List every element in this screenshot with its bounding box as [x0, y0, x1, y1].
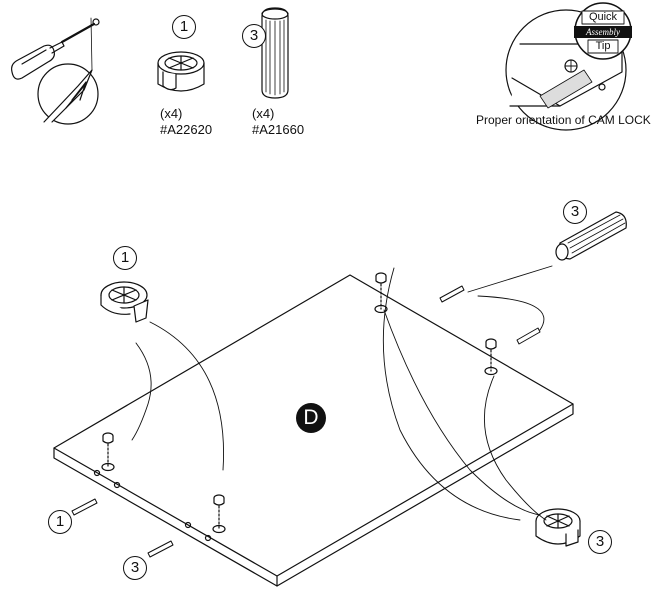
- callout-cam-lock-left: 1: [113, 246, 137, 270]
- cam-lock-exploded-left: [100, 281, 149, 323]
- cam-lock-exploded-right: [535, 508, 581, 547]
- dowel-part-icon: [261, 7, 289, 99]
- screwdriver-icon: [11, 18, 100, 80]
- installed-cam-locks: [102, 272, 497, 530]
- cam-lock-quantity: (x4): [160, 106, 183, 121]
- tip-badge-top: Quick: [588, 11, 618, 23]
- dowel-exploded: [555, 211, 627, 261]
- screwdriver-tip-detail: [37, 17, 99, 125]
- callout-dowel-bottom: 3: [123, 556, 147, 580]
- tip-badge-middle: Assembly: [586, 27, 620, 37]
- cam-lock-part-icon: [157, 51, 205, 92]
- cam-lock-part-number: #A22620: [160, 122, 213, 137]
- dowel-part-number: #A21660: [252, 122, 305, 137]
- dowel-quantity: (x4): [252, 106, 275, 121]
- callout-cam-lock-right: 3: [588, 530, 612, 554]
- edge-holes: [93, 469, 212, 542]
- small-dowels: [71, 285, 541, 558]
- leader-lines: [131, 265, 553, 521]
- callout-dowel-top-right: 3: [563, 200, 587, 224]
- panel-label: D: [296, 403, 326, 433]
- part-callout-cam-lock: 1: [172, 15, 196, 39]
- quick-tip-badge: [574, 2, 632, 60]
- callout-dowel-left: 1: [48, 510, 72, 534]
- part-callout-dowel: 3: [242, 24, 266, 48]
- tip-badge-bottom: Tip: [595, 40, 611, 52]
- tip-caption: Proper orientation of CAM LOCK: [476, 113, 651, 127]
